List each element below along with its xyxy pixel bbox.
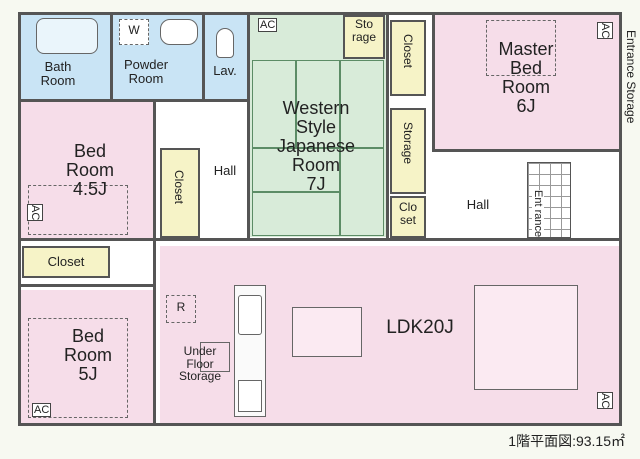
closet-small — [390, 196, 426, 238]
closet-bottom — [22, 246, 110, 278]
wall — [18, 238, 622, 241]
lavatory-label: Lav. — [213, 63, 237, 78]
master-bedroom — [435, 15, 619, 149]
wall — [432, 12, 435, 152]
closet-mid-label: Closet — [172, 170, 186, 205]
dining-table — [292, 307, 362, 357]
wall — [202, 12, 205, 100]
entrance-label: Ent rance — [532, 190, 544, 238]
tatami-mat — [252, 60, 296, 148]
kitchen-sink — [238, 295, 262, 335]
closet-top-label: Closet — [401, 34, 415, 69]
bedroom-4-5j — [21, 102, 153, 238]
tatami-mat — [252, 148, 340, 192]
sofa — [474, 285, 578, 390]
ac-unit: AC — [258, 18, 278, 32]
bedroom-4-5j-label: Bed Room 4.5J — [65, 141, 114, 199]
closet-small-label: Clo set — [398, 200, 417, 227]
stove — [238, 380, 262, 412]
ac-unit: AC — [27, 204, 43, 222]
underfloor-storage — [200, 342, 230, 372]
washer — [119, 19, 149, 45]
refrigerator-mark — [166, 295, 196, 323]
bathtub — [36, 18, 98, 54]
closet-top — [390, 20, 426, 96]
closet-bottom-label: Closet — [47, 254, 85, 269]
tatami-mat — [340, 60, 384, 148]
bed — [486, 20, 556, 76]
ac-unit: AC — [597, 22, 613, 40]
storage-mid-label: Storage — [401, 122, 415, 165]
wall — [153, 102, 156, 240]
storage-mid — [390, 108, 426, 194]
wall — [110, 12, 113, 100]
powder-sink — [160, 19, 198, 45]
wall — [247, 12, 250, 240]
bedroom-5j-label: Bed Room 5J — [63, 326, 112, 384]
tatami-mat — [252, 192, 340, 236]
hall-right-label: Hall — [466, 197, 490, 212]
bedroom-5j — [21, 290, 153, 423]
wall — [153, 240, 156, 426]
wall — [18, 284, 153, 287]
ldk-label: LDK20J — [386, 317, 454, 338]
floor-area-caption: 1階平面図:93.15㎡ — [508, 433, 625, 449]
toilet — [216, 28, 234, 58]
japanese-room-label: Western Style Japanese Room 7J — [276, 98, 356, 194]
bed — [28, 318, 128, 418]
ac-unit: AC — [32, 403, 52, 417]
refrigerator-label: R — [176, 300, 186, 314]
powder-room-label: Powder Room — [123, 57, 169, 86]
closet-mid — [160, 148, 200, 238]
ac-unit: AC — [597, 392, 613, 410]
storage-top-label: Sto rage — [351, 17, 377, 44]
entrance-storage-label: Entrance Storage — [624, 30, 638, 124]
tatami-mat — [296, 60, 340, 148]
underfloor-storage-label: Under Floor Storage — [178, 344, 222, 384]
wall — [386, 12, 389, 240]
washer-label: W — [128, 23, 140, 37]
wall — [18, 99, 250, 102]
wall — [435, 149, 622, 152]
hall-left-label: Hall — [213, 163, 237, 178]
storage-top — [343, 15, 385, 59]
bath-room-label: Bath Room — [40, 59, 76, 88]
tatami-mat — [340, 148, 384, 236]
master-bedroom-label: Master Bed Room 6J — [498, 39, 554, 116]
